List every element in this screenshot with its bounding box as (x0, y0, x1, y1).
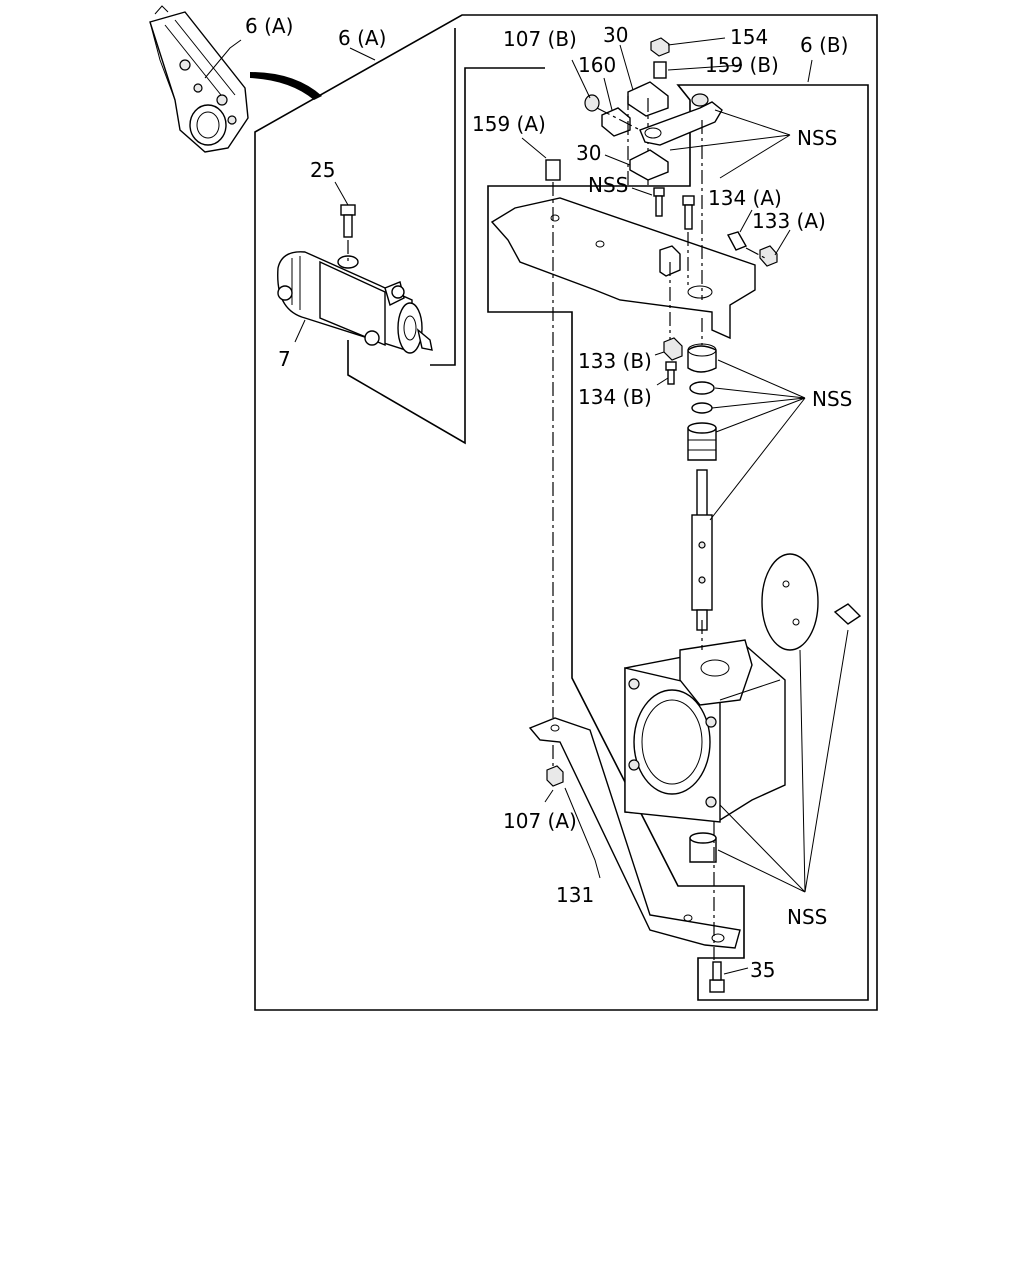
label-133a: 133 (A) (752, 209, 826, 233)
bushing-160 (601, 107, 631, 137)
bracket-131 (528, 717, 741, 949)
mounting-plate (490, 197, 756, 340)
lower-seal-nss (689, 832, 717, 863)
label-nss-4: NSS (787, 905, 827, 929)
label-25: 25 (310, 158, 335, 182)
butterfly-plate (761, 553, 819, 651)
label-107a: 107 (A) (503, 809, 577, 833)
lever-arm (639, 93, 723, 146)
valve-shaft (691, 469, 713, 631)
bolt-nss-top (653, 187, 665, 217)
leader-lines (204, 37, 849, 975)
label-131: 131 (556, 883, 594, 907)
label-159a: 159 (A) (472, 112, 546, 136)
label-30-mid: 30 (576, 141, 601, 165)
assembly-frame-6b (487, 84, 869, 1001)
bolt-nss-2 (682, 195, 695, 230)
washer-nss-2 (691, 402, 713, 414)
bushing-nss (687, 343, 717, 373)
label-6b: 6 (B) (800, 33, 848, 57)
label-134a: 134 (A) (708, 186, 782, 210)
seal-nss (687, 422, 717, 461)
throttle-body (624, 639, 786, 823)
label-133b: 133 (B) (578, 349, 652, 373)
label-nss-1: NSS (588, 173, 628, 197)
label-nss-3: NSS (812, 387, 852, 411)
label-nss-2: NSS (797, 126, 837, 150)
label-7: 7 (278, 347, 291, 371)
bolt-134a (726, 231, 748, 251)
label-35: 35 (750, 958, 775, 982)
spacer-159a (545, 159, 561, 181)
bracket-30-mid (629, 149, 669, 181)
label-6a-thumbnail: 6 (A) (245, 14, 293, 38)
axis-line-134a (745, 247, 766, 259)
nut-107a (546, 765, 564, 787)
actuator-motor (277, 251, 433, 354)
nut-133a (759, 245, 778, 267)
bolt-35 (709, 961, 725, 993)
nut-133b (663, 337, 683, 361)
spacer-159b (653, 61, 667, 79)
label-107b: 107 (B) (503, 27, 577, 51)
washer-nss-1 (689, 381, 715, 395)
screw-134b (665, 361, 677, 385)
label-160: 160 (578, 53, 616, 77)
label-154: 154 (730, 25, 768, 49)
motor-bracket-frame (347, 28, 545, 445)
pointer-arrow (250, 72, 322, 100)
nut-107b (584, 94, 600, 112)
assembly-thumbnail (149, 5, 249, 153)
label-30-top: 30 (603, 23, 628, 47)
nut-154 (650, 37, 670, 57)
axis-line-shaft (701, 120, 715, 960)
label-6a: 6 (A) (338, 26, 386, 50)
screw-nss-plate (833, 603, 862, 625)
label-159b: 159 (B) (705, 53, 779, 77)
label-134b: 134 (B) (578, 385, 652, 409)
assembly-frame-6a (254, 14, 878, 1011)
bolt-25 (340, 204, 356, 262)
